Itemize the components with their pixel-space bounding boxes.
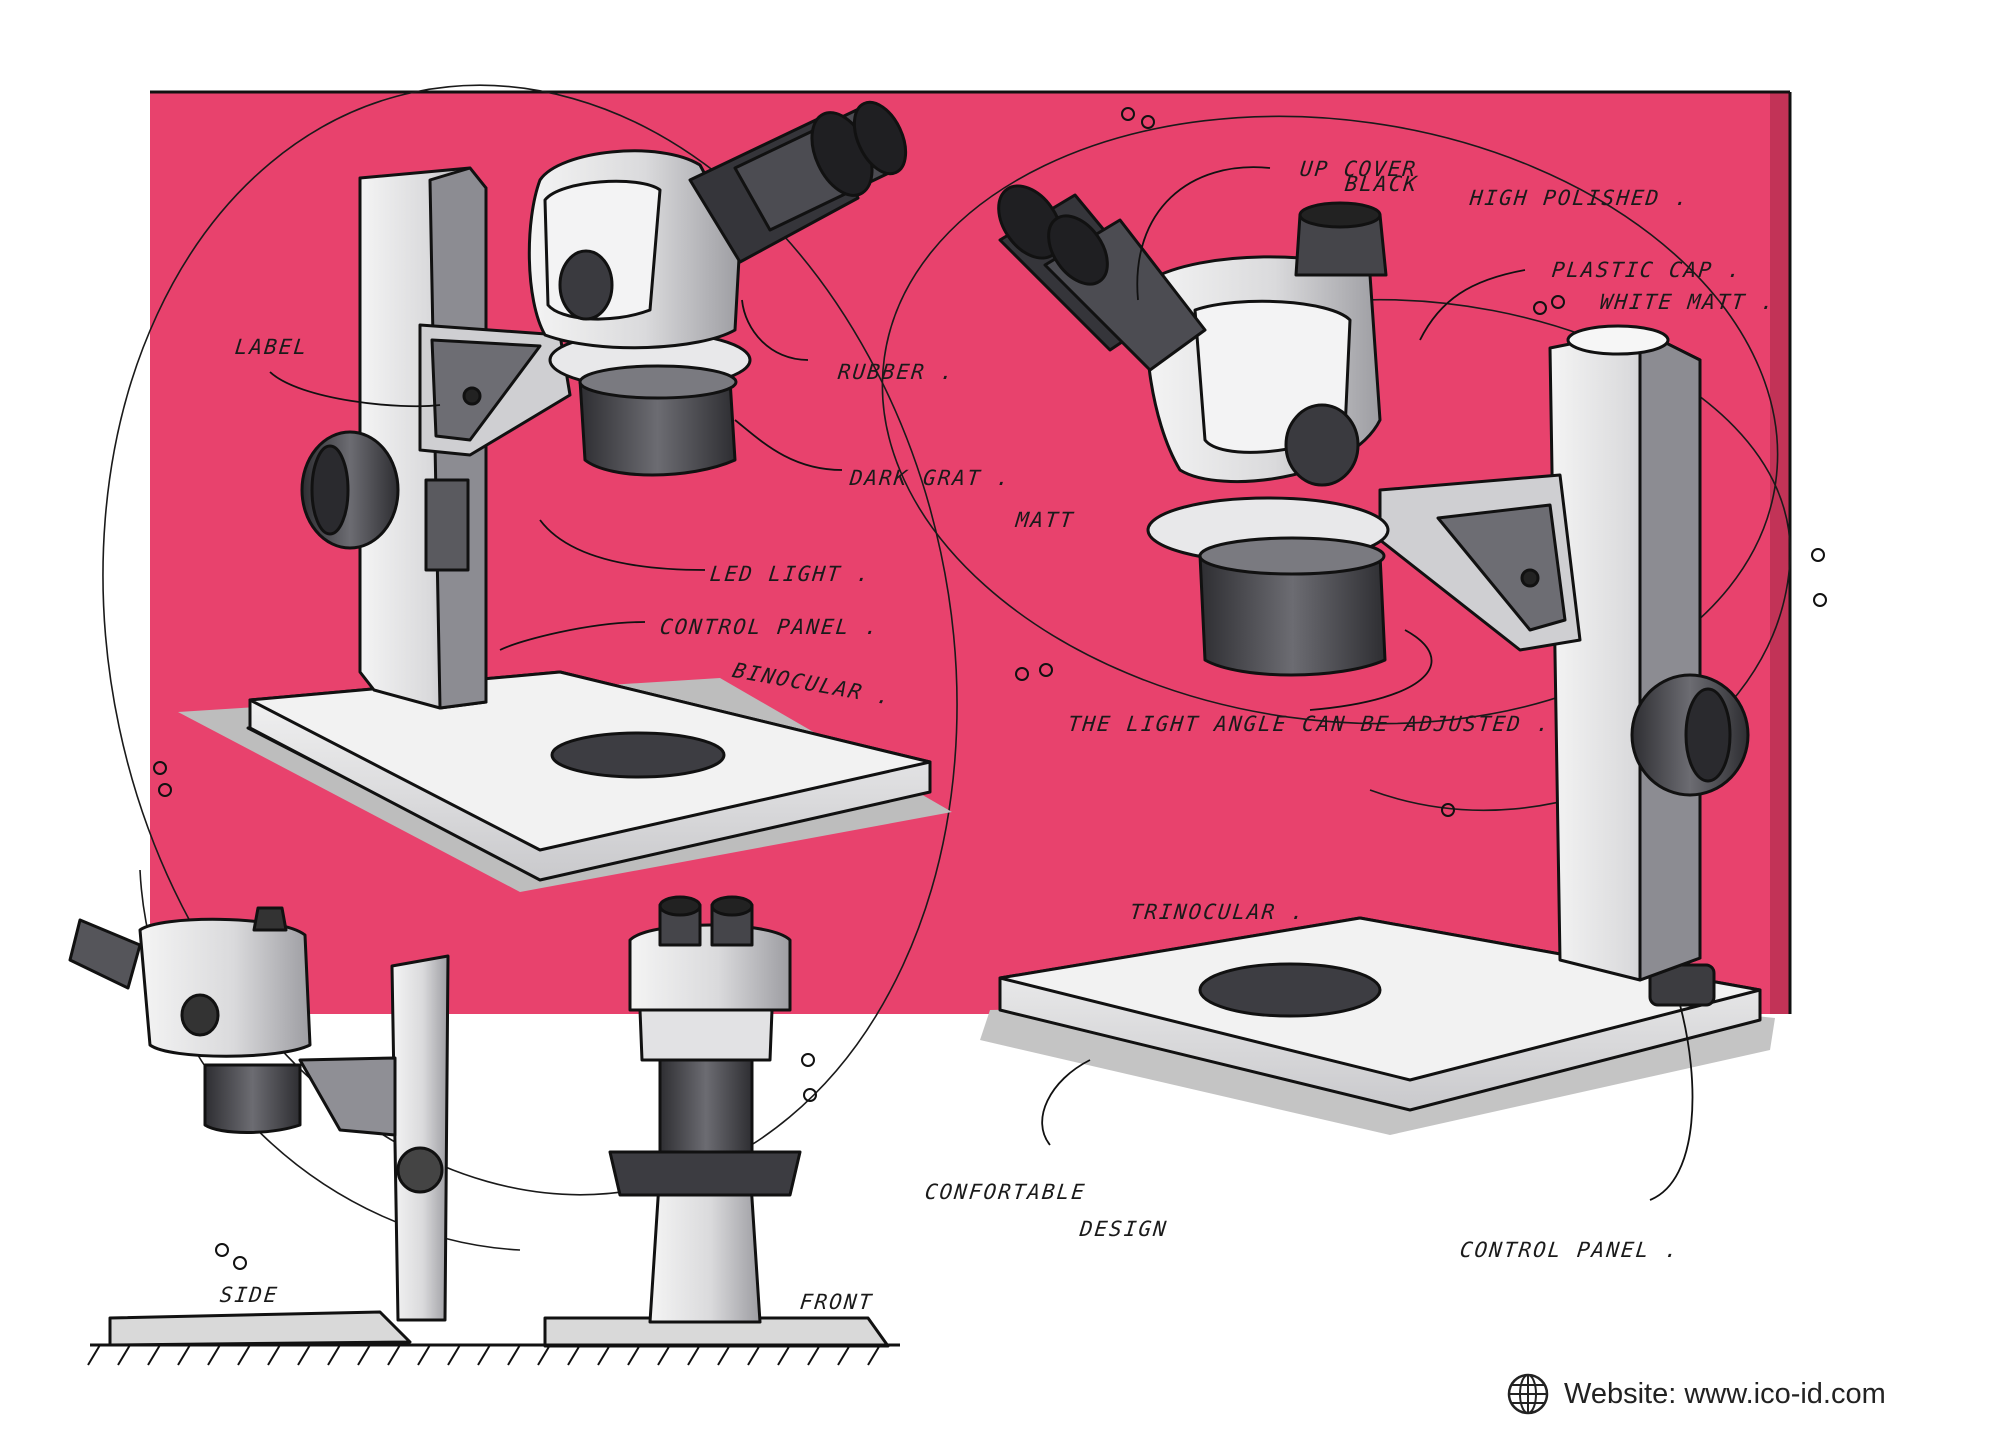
callout-design: DESIGN xyxy=(1078,1217,1170,1241)
ground-line xyxy=(87,1343,900,1366)
callout-control-panel-bottom: CONTROL PANEL . xyxy=(1458,1238,1681,1262)
construction-dots xyxy=(153,107,1827,1270)
callout-label: LABEL xyxy=(233,335,310,359)
callout-led-light: LED LIGHT . xyxy=(708,562,873,586)
callout-trinocular: TRINOCULAR . xyxy=(1128,900,1307,924)
callout-front: FRONT xyxy=(798,1290,875,1314)
trinocular-microscope xyxy=(980,184,1775,1135)
binocular-microscope xyxy=(178,100,952,892)
callout-dark-gray: DARK GRAT . xyxy=(848,466,1013,490)
callout-black: BLACK xyxy=(1343,172,1420,196)
callout-light-angle: THE LIGHT ANGLE CAN BE ADJUSTED . xyxy=(1066,712,1553,736)
side-view xyxy=(68,906,450,1347)
callout-rubber: RUBBER . xyxy=(836,360,957,384)
leader-lines xyxy=(269,166,1694,1201)
callout-matt: MATT xyxy=(1014,508,1076,532)
globe-icon xyxy=(1507,1373,1549,1415)
callout-side: SIDE xyxy=(218,1283,280,1307)
callout-plastic-cap: PLASTIC CAP . xyxy=(1550,258,1744,282)
callout-high-polished: HIGH POLISHED . xyxy=(1468,186,1691,210)
callout-control-panel-top: CONTROL PANEL . xyxy=(658,615,881,639)
callout-white-matt: WHITE MATT . xyxy=(1598,290,1777,314)
website-text: Website: www.ico-id.com xyxy=(1564,1377,1886,1410)
front-view xyxy=(543,895,890,1348)
callout-comfortable: CONFORTABLE xyxy=(923,1180,1088,1204)
website-footer: Website: www.ico-id.com xyxy=(1506,1372,1886,1416)
